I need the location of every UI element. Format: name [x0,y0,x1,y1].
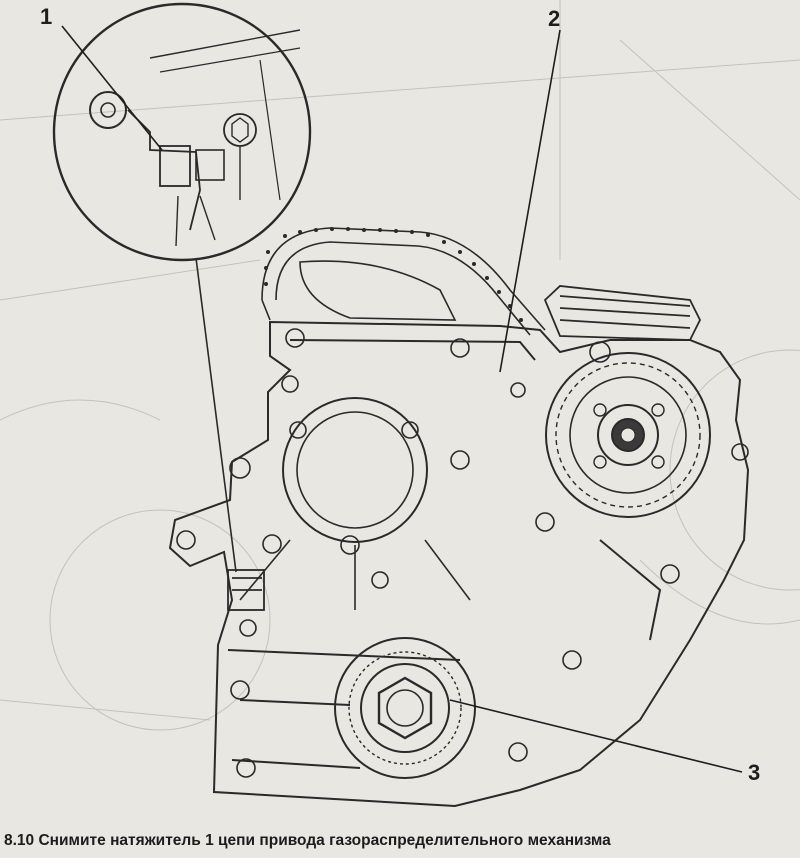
timing-chain [261,227,546,336]
timing-cover [168,320,750,808]
cylinder-head-block [543,285,702,341]
cover-bolts [176,328,749,778]
chain-guide [299,260,457,321]
background-ghost-lines [0,0,800,731]
callout-1-label: 1 [40,4,53,29]
figure-caption: 8.10 Снимите натяжитель 1 цепи привода г… [4,832,611,849]
callout-2-label: 2 [548,6,561,31]
cover-round-opening [239,397,471,610]
detail-inset [52,2,312,262]
camshaft-sprocket [545,352,711,518]
inset-leader-line [195,257,237,573]
engine-timing-diagram [0,0,800,808]
chain-tensioner [227,569,265,611]
crankshaft-pulley [334,637,476,779]
callout-leaders [61,25,743,773]
callout-3-label: 3 [748,760,761,785]
chain-links [264,227,523,322]
